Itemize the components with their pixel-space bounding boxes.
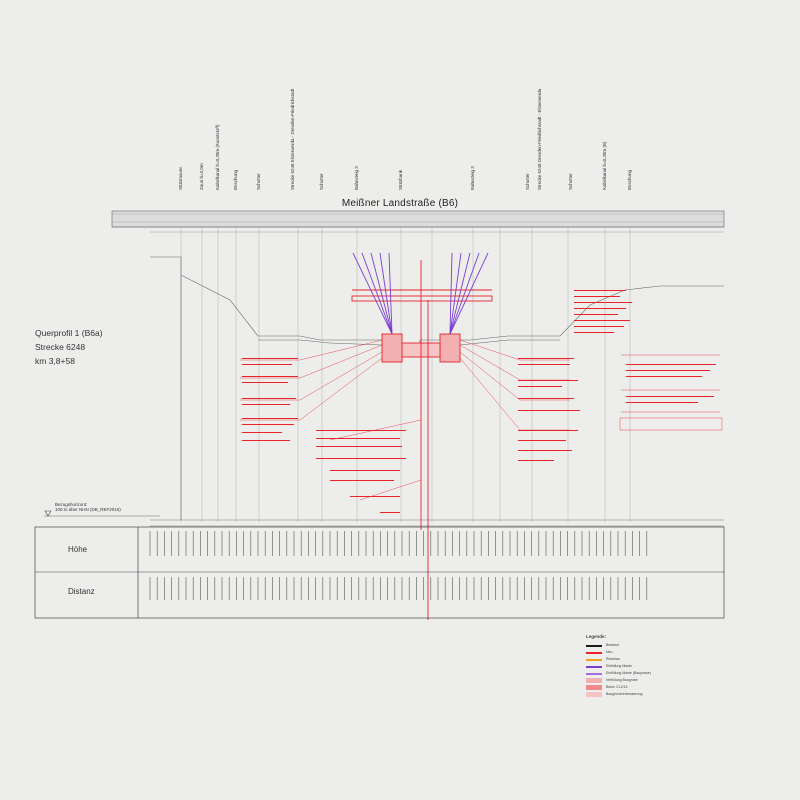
legend-swatch [586, 644, 602, 647]
legend-item: Einfüllung Maste (Bauphase) [586, 670, 651, 677]
road-title: Meißner Landstraße (B6) [341, 198, 459, 209]
legend-label: Neu [606, 650, 613, 654]
mast-lines [352, 252, 489, 335]
legend-label: Baugrundverbesserung [606, 692, 643, 696]
column-header: Böschung [233, 169, 238, 190]
legend-label: Beton C12/15 [606, 685, 628, 689]
legend-swatch [586, 665, 602, 668]
legend-swatch [586, 658, 602, 661]
legend-label: Einfüllung Maste [606, 664, 632, 668]
profile-line: Querprofil 1 (B6a) [35, 328, 103, 338]
column-header: Schotter [256, 173, 261, 190]
datum-label: Bezugshorizont: 100 m über NHN (DB_REF20… [55, 502, 121, 512]
annotation-text-blocks [242, 290, 716, 513]
column-header: Strecke 6248 Dresden-Friedrichstadt - El… [537, 88, 542, 190]
legend-item: Verfüllung Baugrube [586, 677, 651, 684]
column-separators [180, 227, 631, 522]
legend-item: Baugrundverbesserung [586, 691, 651, 698]
route-line: Strecke 6248 [35, 342, 86, 352]
legend-label: Bestand [606, 643, 619, 647]
legend-swatch [586, 685, 602, 690]
legend-swatch [586, 678, 602, 683]
datum-line: 100 m über NHN (DB_REF2016) [55, 507, 121, 512]
legend-item: Rückbau [586, 656, 651, 663]
table-value-ticks [149, 531, 648, 600]
bridge-deck [111, 210, 725, 233]
column-header: Böschung [627, 169, 632, 190]
column-header: Kabelkanal b=0,30m (B) [602, 141, 607, 190]
legend-swatch [586, 672, 602, 675]
column-header: Bahnsteig 3 [354, 166, 359, 190]
column-header: Zaun h=2,0m [199, 163, 204, 190]
profile-info: Querprofil 1 (B6a) Strecke 6248 km 3,8+5… [35, 326, 103, 368]
column-header: Stützmauer [178, 166, 183, 190]
legend-item: Beton C12/15 [586, 684, 651, 691]
datum-line: Bezugshorizont: [55, 502, 88, 507]
legend-item: Bestand [586, 642, 651, 649]
legend-item: Einfüllung Maste [586, 663, 651, 670]
column-header: Kabelkanal b=0,30m (Kunststoff) [215, 124, 220, 190]
datum-marker [44, 510, 160, 517]
legend-swatch [586, 692, 602, 697]
legend-label: Einfüllung Maste (Bauphase) [606, 671, 651, 675]
column-header: Schotter [525, 173, 530, 190]
legend-swatch [586, 651, 602, 654]
foundation-blocks [351, 260, 493, 620]
column-header: Stützbank [398, 169, 403, 190]
column-header: Schotter [319, 173, 324, 190]
legend-label: Verfüllung Baugrube [606, 678, 638, 682]
legend-item: Neu [586, 649, 651, 656]
row-label-hoehe: Höhe [68, 545, 88, 554]
table-grid [34, 526, 725, 619]
column-header: Bahnsteig 3 [470, 166, 475, 190]
legend-title: Legende: [586, 634, 607, 639]
km-line: km 3,8+58 [35, 356, 75, 366]
column-header: Schotter [568, 173, 573, 190]
column-header: Strecke 6248 Elsterwerda - Dresden-Fried… [290, 88, 295, 190]
row-label-distanz: Distanz [68, 587, 95, 596]
legend-label: Rückbau [606, 657, 620, 661]
